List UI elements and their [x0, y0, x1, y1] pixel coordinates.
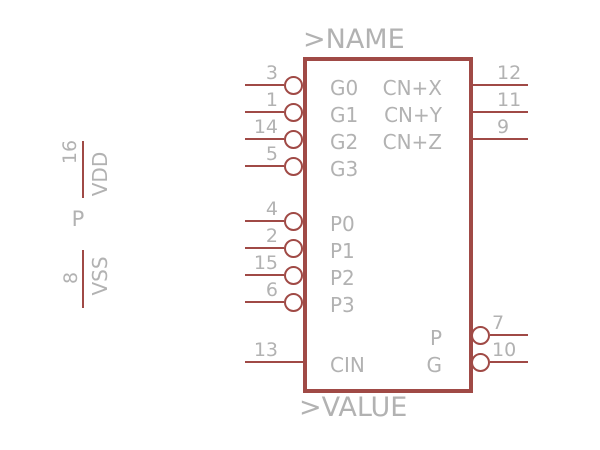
pin-number: 15: [253, 252, 278, 274]
pin-number: 7: [492, 312, 505, 334]
power-gate-label: P: [71, 207, 85, 231]
pin-number: 1: [265, 89, 278, 111]
pin-wire: [245, 361, 303, 363]
inversion-bubble-icon: [471, 352, 490, 372]
inversion-bubble-icon: [284, 238, 303, 258]
pin-wire: [470, 138, 528, 140]
pin-wire: [245, 111, 284, 113]
value-placeholder[interactable]: >VALUE: [299, 392, 408, 423]
pin-label: G2: [330, 130, 359, 154]
pin-wire: [245, 138, 284, 140]
pin-label: VDD: [88, 151, 112, 197]
name-placeholder[interactable]: >NAME: [303, 24, 405, 55]
pin-wire: [490, 334, 528, 336]
pin-wire: [490, 361, 528, 363]
pin-label: G3: [330, 157, 359, 181]
inversion-bubble-icon: [284, 156, 303, 176]
pin-wire: [245, 247, 284, 249]
pin-wire: [245, 84, 284, 86]
pin-wire: [245, 274, 284, 276]
pin-number: 16: [59, 139, 81, 165]
pin-wire: [245, 165, 284, 167]
pin-number: 14: [253, 116, 278, 138]
pin-wire: [82, 141, 84, 198]
pin-label: P2: [330, 266, 355, 290]
inversion-bubble-icon: [284, 129, 303, 149]
inversion-bubble-icon: [284, 102, 303, 122]
pin-number: 13: [253, 339, 278, 361]
pin-label: G: [426, 353, 443, 377]
pin-wire: [470, 84, 528, 86]
pin-label: VSS: [88, 256, 112, 296]
pin-wire: [82, 250, 84, 308]
pin-number: 9: [497, 116, 510, 138]
pin-wire: [470, 111, 528, 113]
pin-label: CN+Z: [382, 130, 442, 154]
pin-number: 3: [265, 62, 278, 84]
pin-label: P1: [330, 239, 355, 263]
inversion-bubble-icon: [284, 292, 303, 312]
pin-wire: [245, 301, 284, 303]
pin-number: 12: [497, 62, 522, 84]
pin-label: P: [429, 326, 442, 350]
pin-wire: [245, 220, 284, 222]
inversion-bubble-icon: [471, 325, 490, 345]
pin-number: 6: [265, 279, 278, 301]
pin-number: 5: [265, 143, 278, 165]
pin-number: 4: [265, 198, 278, 220]
pin-label: P3: [330, 293, 355, 317]
pin-label: G1: [330, 103, 359, 127]
pin-label: CN+Y: [384, 103, 442, 127]
pin-number: 11: [497, 89, 522, 111]
ic-body[interactable]: [303, 57, 473, 393]
pin-number: 8: [60, 271, 82, 285]
pin-number: 2: [265, 225, 278, 247]
pin-label: CIN: [330, 353, 365, 377]
inversion-bubble-icon: [284, 265, 303, 285]
pin-label: P0: [330, 212, 355, 236]
inversion-bubble-icon: [284, 75, 303, 95]
pin-number: 10: [492, 339, 517, 361]
pin-label: CN+X: [382, 76, 442, 100]
inversion-bubble-icon: [284, 211, 303, 231]
pin-label: G0: [330, 76, 359, 100]
